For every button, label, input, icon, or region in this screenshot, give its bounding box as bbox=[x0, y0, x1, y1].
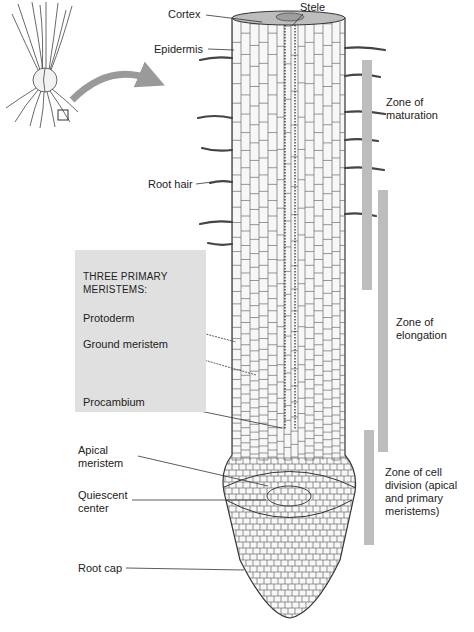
zone-label: Zone of cell division (apical and primar… bbox=[385, 466, 469, 518]
meristem-panel: THREE PRIMARY MERISTEMS: ProtodermGround … bbox=[75, 250, 206, 412]
onion-sketch bbox=[6, 2, 78, 128]
zone-label: Zone of elongation bbox=[396, 316, 468, 342]
zoom-arrow bbox=[72, 74, 152, 100]
panel-heading: THREE PRIMARY MERISTEMS: bbox=[83, 270, 203, 296]
zone-bar bbox=[362, 60, 372, 290]
zone-bar bbox=[364, 430, 374, 545]
zone-label: Zone of maturation bbox=[386, 96, 466, 122]
meristem-name: Protoderm bbox=[83, 312, 193, 325]
root-hairs bbox=[198, 47, 385, 244]
part-label: Stele bbox=[300, 1, 340, 14]
meristem-name: Procambium bbox=[83, 396, 193, 409]
zone-bar bbox=[378, 190, 388, 452]
part-label: Quiescent center bbox=[78, 489, 136, 515]
meristem-name: Ground meristem bbox=[83, 338, 193, 351]
part-label: Root cap bbox=[78, 562, 138, 575]
root-outline bbox=[223, 18, 356, 618]
cell-walls bbox=[215, 22, 360, 620]
part-label: Apical meristem bbox=[78, 444, 148, 470]
part-label: Root hair bbox=[148, 178, 208, 191]
part-label: Epidermis bbox=[154, 43, 214, 56]
part-label: Cortex bbox=[168, 8, 228, 21]
section-top bbox=[232, 11, 345, 25]
